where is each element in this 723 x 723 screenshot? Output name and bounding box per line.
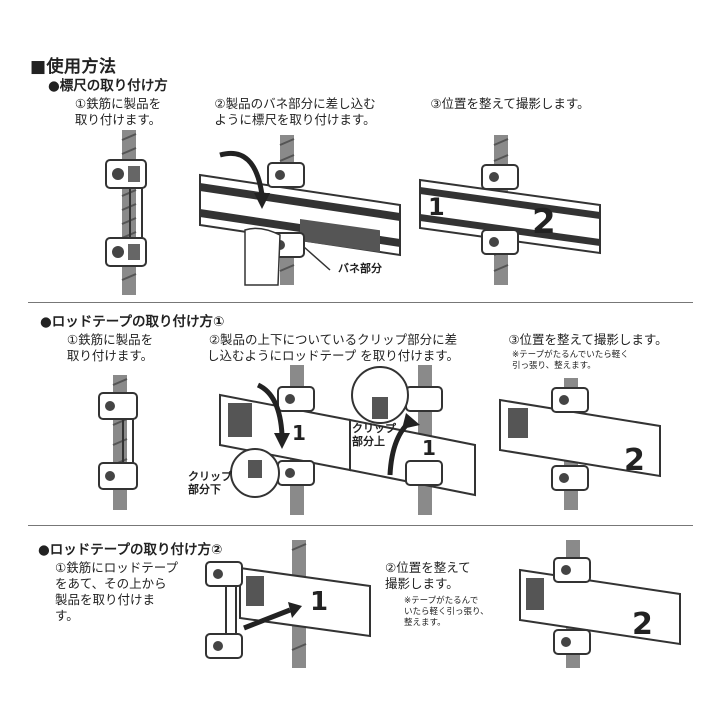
section1-step3-text: ③位置を整えて撮影します。 [430,96,590,111]
section3-step1-text: ①鉄筋にロッドテープ をあて、その上から 製品を取り付けま す。 [55,560,178,623]
page-heading: ■使用方法 [30,57,117,77]
section3-step2-note: ※テープがたるんで いたら軽く引っ張り、 整えます。 [404,596,489,628]
section2-step3-note: ※テープがたるんでいたら軽く 引っ張り、整えます。 [512,350,629,371]
s2-fig3-number-2: 2 [624,443,645,478]
section2-step2-text: ②製品の上下についているクリップ部分に差 し込むようにロッドテープ を取り付けま… [207,332,459,363]
s2-fig1-rebar-device [98,375,138,510]
section2-title: ●ロッドテープの取り付け方① [40,314,225,330]
clip-lower-label: クリップ 部分下 [188,470,232,496]
s1-fig2-staff-insert [199,135,401,286]
s2-fig2-tape-clip: 1 1 [219,365,476,515]
s2-fig2-number-1a: 1 [292,421,306,445]
section3-title: ●ロッドテープの取り付け方② [38,542,223,558]
section2-step1-text: ①鉄筋に製品を 取り付けます。 [66,332,154,363]
s1-fig1-rebar-device [105,130,147,295]
s3-fig2-number-2: 2 [632,607,653,642]
clip-upper-label: クリップ 部分上 [352,422,396,448]
s2-fig3-tape-mounted: 2 [499,378,661,510]
s3-fig1-number-1: 1 [310,587,328,617]
s2-fig2-number-1b: 1 [422,436,436,460]
s1-staff-number-1: 1 [428,193,445,221]
s3-fig1-tape-device: 1 [205,540,371,668]
s1-fig3-staff-mounted: 1 2 [419,135,601,285]
section-divider-1 [28,302,693,303]
section1-title: ●標尺の取り付け方 [48,78,168,94]
section1-step1-text: ①鉄筋に製品を 取り付けます。 [74,96,162,127]
s1-staff-number-2: 2 [532,202,556,242]
section3-step2-text: ②位置を整えて 撮影します。 [385,560,471,591]
section2-step3-text: ③位置を整えて撮影します。 [508,332,668,347]
section-divider-2 [28,525,693,526]
spring-part-label: バネ部分 [338,262,382,275]
section1-step2-text: ②製品のバネ部分に差し込む ように標尺を取り付けます。 [214,96,376,127]
s3-fig2-tape-mounted: 2 [519,540,681,668]
